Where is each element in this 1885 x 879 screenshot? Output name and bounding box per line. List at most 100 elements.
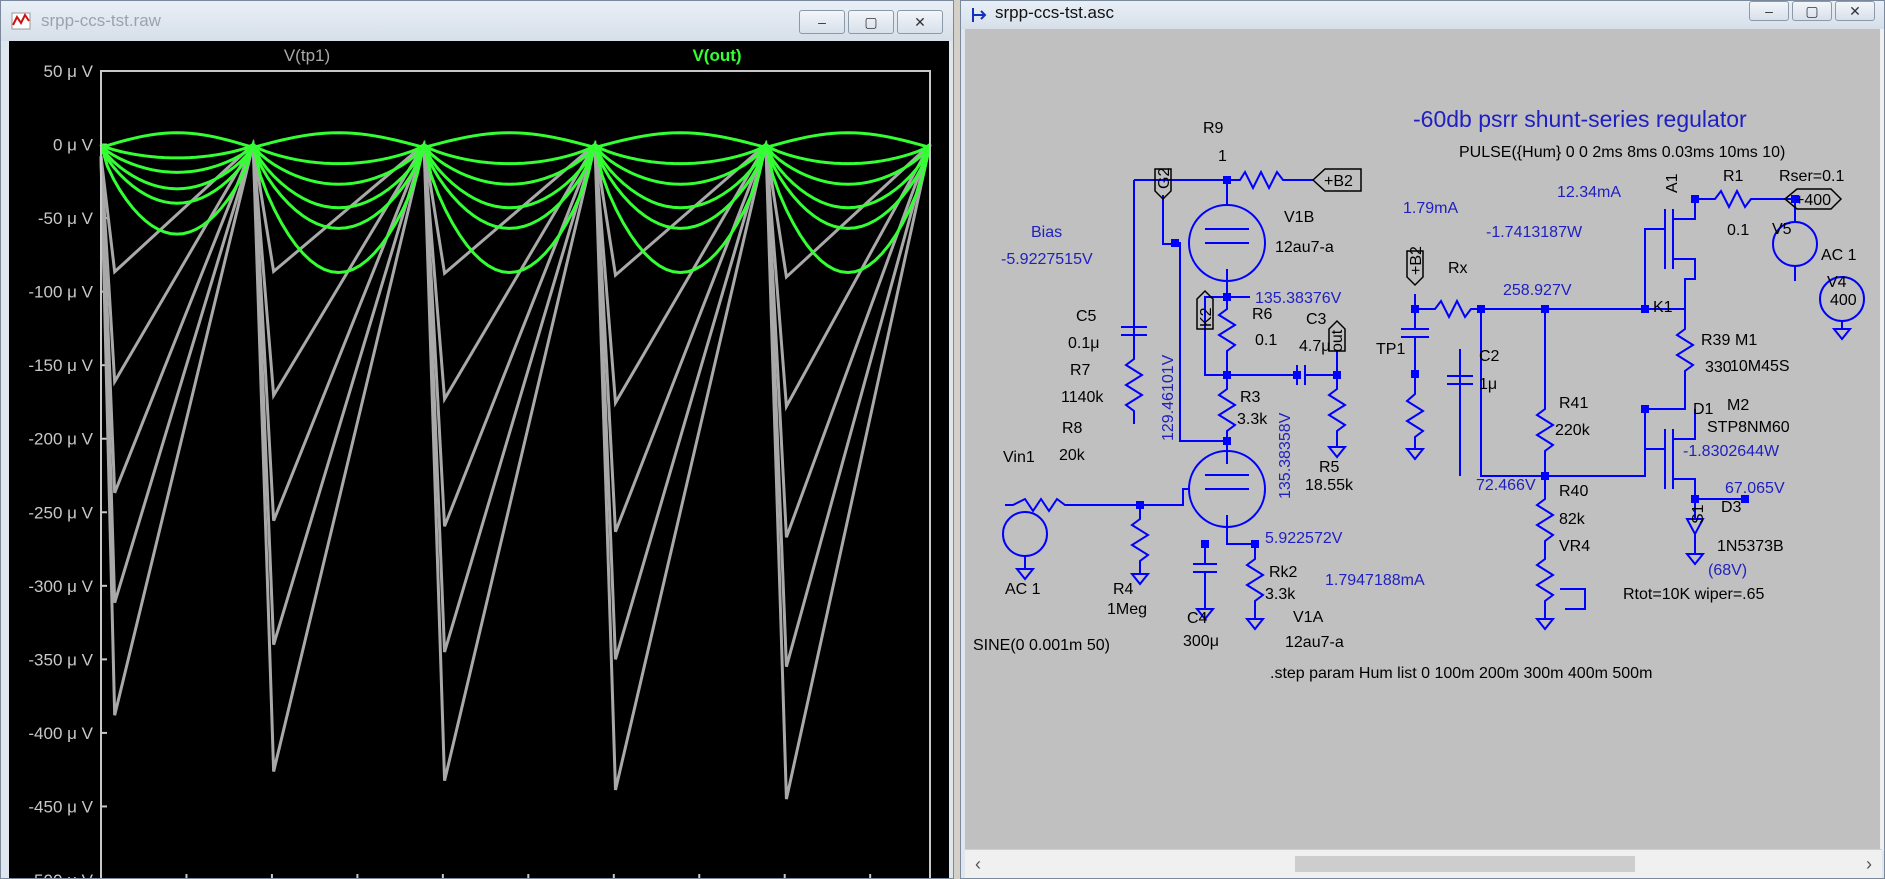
label-r39[interactable]: R39 [1701,332,1730,349]
label-r3[interactable]: R3 [1240,389,1261,406]
scrollbar-thumb[interactable] [1295,856,1635,872]
label-k1[interactable]: K1 [1653,299,1673,316]
label-r7[interactable]: R7 [1070,362,1091,379]
label-400-source[interactable]: 400 [1830,292,1857,309]
series-out-line[interactable] [100,131,931,150]
label-rk2[interactable]: Rk2 [1269,564,1298,581]
vertical-scrollbar[interactable] [1880,29,1884,851]
waveform-plot[interactable]: V(tp1) V(out) 50 μ V0 μ V-50 μ V-100 μ V… [9,41,949,879]
label-c2-value[interactable]: 1μ [1479,376,1497,393]
label-v1a-type[interactable]: 12au7-a [1285,634,1344,651]
annotation-power-1-83[interactable]: -1.8302644W [1683,443,1780,460]
label-r40-value[interactable]: 82k [1559,511,1586,528]
horizontal-scrollbar[interactable]: ‹ › [965,849,1882,878]
annotation-5-92[interactable]: 5.922572V [1265,530,1343,547]
label-400-flag[interactable]: +400 [1795,192,1831,209]
annotation-bias[interactable]: Bias [1031,224,1062,241]
minimize-button[interactable]: – [799,10,845,34]
label-a1[interactable]: A1 [1664,173,1681,193]
label-c2[interactable]: C2 [1479,348,1500,365]
label-out-flag[interactable]: out [1329,329,1346,352]
label-rx[interactable]: Rx [1448,260,1468,277]
label-rk2-value[interactable]: 3.3k [1265,586,1296,603]
label-r3-value[interactable]: 3.3k [1237,411,1268,428]
label-v4[interactable]: V4 [1827,274,1847,291]
label-r8-value[interactable]: 20k [1059,447,1086,464]
label-b2-flag-2[interactable]: +B2 [1408,246,1425,275]
label-rser[interactable]: Rser=0.1 [1779,168,1844,185]
label-d3-type[interactable]: 1N5373B [1717,538,1784,555]
step-directive[interactable]: .step param Hum list 0 100m 200m 300m 40… [1270,665,1652,682]
label-c4[interactable]: C4 [1187,610,1208,627]
series-out-line[interactable] [99,138,932,275]
annotation-72[interactable]: 72.466V [1476,477,1536,494]
rtot-directive[interactable]: Rtot=10K wiper=.65 [1623,586,1765,603]
label-v1b[interactable]: V1B [1284,209,1314,226]
label-r6-value[interactable]: 0.1 [1255,332,1277,349]
label-r5[interactable]: R5 [1319,459,1340,476]
label-c3-value[interactable]: 4.7μ [1299,338,1330,355]
annotation-1-79-current[interactable]: 1.7947188mA [1325,572,1425,589]
series-out-line[interactable] [99,142,932,186]
schematic-titlebar[interactable]: srpp-ccs-tst.asc – ▢ ✕ [961,1,1884,29]
label-c5[interactable]: C5 [1076,308,1097,325]
label-r8[interactable]: R8 [1062,420,1083,437]
annotation-68v[interactable]: (68V) [1708,562,1747,579]
label-d1[interactable]: D1 [1693,401,1714,418]
series-tp1-line[interactable] [99,144,932,668]
sine-directive[interactable]: SINE(0 0.001m 50) [973,637,1110,654]
annotation-135-a[interactable]: 135.38376V [1255,290,1342,307]
label-r9-value[interactable]: 1 [1218,148,1227,165]
annotation-67[interactable]: 67.065V [1725,480,1785,497]
label-r41-value[interactable]: 220k [1555,422,1591,439]
label-g2[interactable]: G2 [1156,168,1173,189]
label-r39-value[interactable]: 330 [1705,359,1732,376]
label-d3[interactable]: D3 [1721,499,1742,516]
annotation-258[interactable]: 258.927V [1503,282,1572,299]
scroll-left-icon[interactable]: ‹ [975,854,981,874]
maximize-button[interactable]: ▢ [1792,1,1832,21]
close-button[interactable]: ✕ [897,10,943,34]
waveform-titlebar[interactable]: srpp-ccs-tst.raw – ▢ ✕ [1,1,953,41]
minimize-button[interactable]: – [1749,1,1789,21]
label-r41[interactable]: R41 [1559,395,1588,412]
label-r1[interactable]: R1 [1723,168,1744,185]
label-s1[interactable]: S1 [1690,504,1707,524]
label-r9[interactable]: R9 [1203,120,1224,137]
scroll-right-icon[interactable]: › [1866,854,1872,874]
label-r4-value[interactable]: 1Meg [1107,601,1147,618]
annotation-bias-voltage[interactable]: -5.9227515V [1001,251,1093,268]
annotation-129[interactable]: 129.46101V [1160,354,1177,441]
label-v5[interactable]: V5 [1772,221,1792,238]
label-c4-value[interactable]: 300μ [1183,633,1219,650]
label-b2-flag[interactable]: +B2 [1324,173,1353,190]
label-v1b-type[interactable]: 12au7-a [1275,239,1334,256]
pulse-directive[interactable]: PULSE({Hum} 0 0 2ms 8ms 0.03ms 10ms 10) [1459,144,1785,161]
label-ac1-right[interactable]: AC 1 [1821,247,1857,264]
schematic-drawing[interactable]: R9 1 +B2 G2 V1B 12au7-a C5 0.1μ R7 1140k… [965,29,1882,851]
label-vr4[interactable]: VR4 [1559,538,1590,555]
label-m1[interactable]: M1 [1735,332,1757,349]
label-v1a[interactable]: V1A [1293,609,1324,626]
label-r7-value[interactable]: 1140k [1061,389,1104,406]
annotation-12-34ma[interactable]: 12.34mA [1557,184,1621,201]
label-r6[interactable]: R6 [1252,306,1273,323]
label-c3[interactable]: C3 [1306,311,1327,328]
series-tp1-line[interactable] [99,143,932,538]
label-tp1[interactable]: TP1 [1376,341,1405,358]
annotation-135-b[interactable]: 135.38358V [1277,412,1294,499]
label-vin1[interactable]: Vin1 [1003,449,1035,466]
annotation-1-79ma[interactable]: 1.79mA [1403,200,1458,217]
label-r1-value[interactable]: 0.1 [1727,222,1749,239]
schematic-canvas[interactable]: R9 1 +B2 G2 V1B 12au7-a C5 0.1μ R7 1140k… [965,29,1882,851]
series-out-line[interactable] [100,142,931,166]
annotation-power-1-74[interactable]: -1.7413187W [1486,224,1583,241]
label-m1-type[interactable]: 10M45S [1730,358,1790,375]
series-out-line[interactable] [99,140,932,210]
label-m2[interactable]: M2 [1727,397,1749,414]
label-ac1-left[interactable]: AC 1 [1005,581,1041,598]
schematic-title[interactable]: -60db psrr shunt-series regulator [1413,106,1747,132]
label-r40[interactable]: R40 [1559,483,1588,500]
maximize-button[interactable]: ▢ [848,10,894,34]
